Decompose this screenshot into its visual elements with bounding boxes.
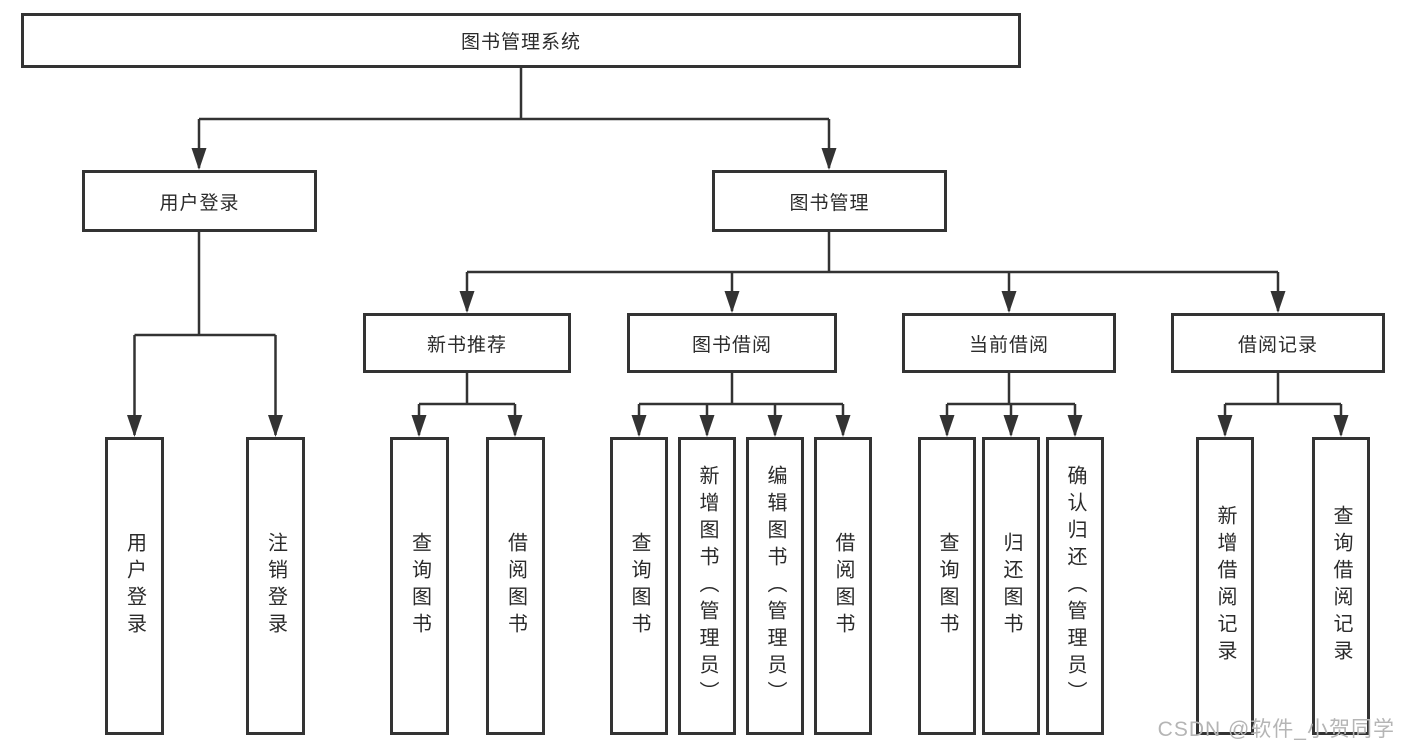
- leaf-current-query: 查询图书: [918, 437, 976, 735]
- node-borrow-records-label: 借阅记录: [1237, 334, 1318, 356]
- csdn-watermark: CSDN @软件_小贺同学: [1157, 718, 1395, 741]
- arrow-icon: [631, 415, 647, 437]
- node-user-login: 用户登录: [82, 170, 317, 232]
- node-root-label: 图书管理系统: [460, 32, 581, 53]
- node-current-borrow: 当前借阅: [902, 313, 1116, 373]
- connector-root: [197, 68, 831, 168]
- leaf-user-login: 用户登录: [105, 437, 164, 735]
- node-current-borrow-label: 当前借阅: [968, 334, 1049, 356]
- arrow-icon: [411, 415, 427, 437]
- arrow-icon: [1003, 415, 1019, 437]
- arrow-icon: [821, 148, 837, 170]
- leaf-borrow-borrow-label: 借阅图书: [832, 532, 854, 640]
- leaf-borrow-add-admin-label: 新增图书（管理员）: [696, 464, 718, 708]
- node-user-login-label: 用户登录: [159, 192, 240, 214]
- connector-user-login: [133, 232, 277, 435]
- arrow-icon: [1001, 291, 1017, 313]
- arrow-icon: [1270, 291, 1286, 313]
- leaf-logout-label: 注销登录: [264, 532, 287, 640]
- arrow-icon: [724, 291, 740, 313]
- leaf-borrow-query: 查询图书: [610, 437, 668, 735]
- arrow-icon: [767, 415, 783, 437]
- arrow-icon: [1333, 415, 1349, 437]
- leaf-newbooks-query-label: 查询图书: [408, 532, 431, 640]
- leaf-records-query: 查询借阅记录: [1312, 437, 1370, 735]
- leaf-current-confirm-admin-label: 确认归还（管理员）: [1064, 464, 1086, 708]
- node-book-mgmt-label: 图书管理: [789, 192, 870, 214]
- leaf-newbooks-borrow-label: 借阅图书: [504, 532, 527, 640]
- arrow-icon: [127, 415, 142, 437]
- leaf-borrow-add-admin: 新增图书（管理员）: [678, 437, 736, 735]
- node-book-borrow-label: 图书借阅: [691, 334, 772, 356]
- leaf-records-query-label: 查询借阅记录: [1330, 505, 1352, 667]
- connector-book-borrow: [637, 373, 845, 435]
- node-new-books: 新书推荐: [363, 313, 571, 373]
- arrow-icon: [268, 415, 283, 437]
- leaf-borrow-borrow: 借阅图书: [814, 437, 872, 735]
- connector-new-books: [417, 373, 517, 435]
- leaf-records-add: 新增借阅记录: [1196, 437, 1254, 735]
- node-root: 图书管理系统: [21, 13, 1021, 68]
- leaf-borrow-edit-admin-label: 编辑图书（管理员）: [764, 464, 786, 708]
- arrow-icon: [507, 415, 523, 437]
- connector-book-mgmt: [465, 232, 1280, 311]
- leaf-current-confirm-admin: 确认归还（管理员）: [1046, 437, 1104, 735]
- connector-current-borrow: [945, 373, 1077, 435]
- arrow-icon: [939, 415, 955, 437]
- node-book-borrow: 图书借阅: [627, 313, 837, 373]
- leaf-current-return: 归还图书: [982, 437, 1040, 735]
- leaf-newbooks-query: 查询图书: [390, 437, 449, 735]
- node-new-books-label: 新书推荐: [426, 334, 507, 356]
- node-borrow-records: 借阅记录: [1171, 313, 1385, 373]
- leaf-current-query-label: 查询图书: [936, 532, 958, 640]
- leaf-newbooks-borrow: 借阅图书: [486, 437, 545, 735]
- connector-borrow-records: [1223, 373, 1343, 435]
- arrow-icon: [835, 415, 851, 437]
- arrow-icon: [1217, 415, 1233, 437]
- leaf-current-return-label: 归还图书: [1000, 532, 1022, 640]
- arrow-icon: [699, 415, 715, 437]
- leaf-user-login-label: 用户登录: [123, 532, 146, 640]
- node-book-mgmt: 图书管理: [712, 170, 947, 232]
- leaf-records-add-label: 新增借阅记录: [1214, 505, 1236, 667]
- arrow-icon: [1067, 415, 1083, 437]
- arrow-icon: [459, 291, 475, 313]
- arrow-icon: [191, 148, 207, 170]
- leaf-borrow-edit-admin: 编辑图书（管理员）: [746, 437, 804, 735]
- leaf-logout: 注销登录: [246, 437, 305, 735]
- leaf-borrow-query-label: 查询图书: [628, 532, 650, 640]
